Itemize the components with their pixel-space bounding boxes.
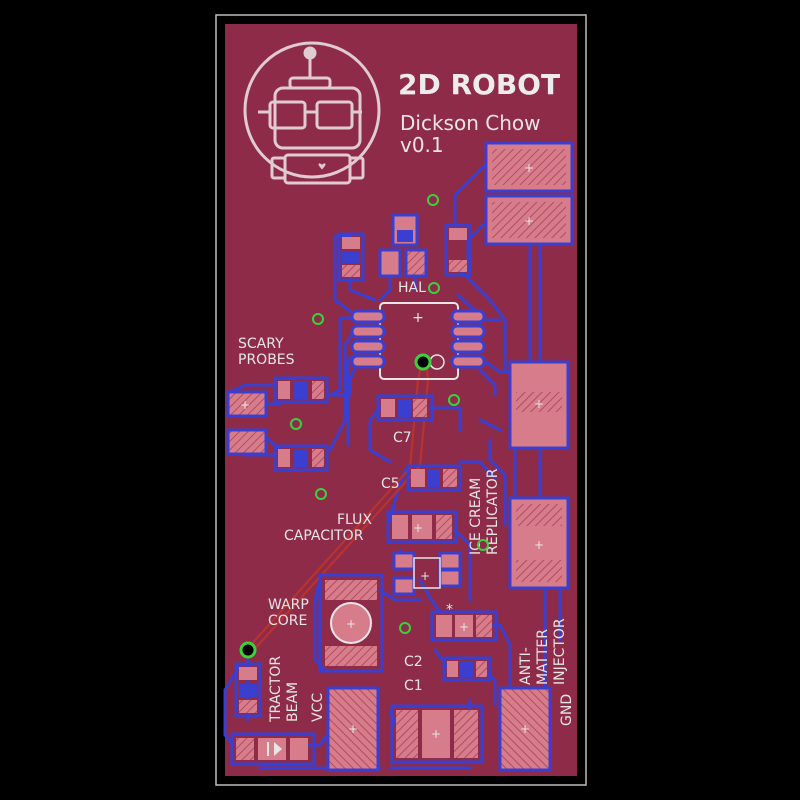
board-outline (215, 14, 587, 786)
label-probes: PROBES (238, 352, 295, 368)
board-author: Dickson Chow (400, 111, 540, 135)
board-version: v0.1 (400, 133, 444, 157)
cap-c7 (376, 394, 434, 422)
cap-c1: + (390, 704, 484, 764)
svg-text:+: + (520, 722, 530, 736)
label-injector: INJECTOR (552, 618, 568, 685)
label-beam: BEAM (285, 682, 301, 722)
cap-c5 (406, 464, 462, 492)
vias (290, 194, 489, 634)
label-replicator: REPLICATOR (485, 468, 501, 555)
svg-text:+: + (534, 538, 544, 552)
svg-text:+: + (524, 161, 534, 175)
label-tractor: TRACTOR (268, 656, 284, 723)
label-c5: C5 (381, 476, 400, 492)
label-ice-cream: ICE CREAM (468, 478, 484, 555)
robot-logo (243, 41, 381, 185)
board-title: 2D ROBOT (398, 68, 560, 101)
cap-lower-1: + (430, 610, 498, 642)
label-core: CORE (268, 613, 307, 629)
label-c2: C2 (404, 654, 423, 670)
hal-components (337, 213, 472, 282)
label-capacitor: CAPACITOR (284, 528, 364, 544)
svg-text:+: + (420, 569, 430, 583)
label-warp: WARP (268, 597, 309, 613)
svg-text:+: + (348, 722, 358, 736)
svg-text:+: + (534, 397, 544, 411)
label-vcc: VCC (310, 693, 326, 722)
vcc-pad: + (326, 686, 380, 772)
right-pads: + + (508, 360, 570, 590)
probe-components: + (226, 376, 329, 472)
label-scary: SCARY (238, 336, 284, 352)
label-matter: MATTER (535, 629, 551, 685)
svg-text:+: + (524, 214, 534, 228)
cap-c2 (442, 656, 492, 682)
label-anti: ANTI- (518, 647, 534, 685)
small-regulator: + (392, 551, 462, 596)
power-pads-top: + + (484, 141, 574, 246)
svg-text:+: + (240, 398, 250, 412)
label-gnd: GND (559, 694, 575, 726)
flux-capacitor: + (386, 510, 458, 544)
svg-text:+: + (412, 310, 424, 326)
gnd-pad: + (498, 686, 552, 772)
svg-text:+: + (413, 521, 423, 535)
ic-chip: + (350, 302, 486, 380)
vias-large (239, 353, 432, 659)
label-hal: HAL (398, 280, 426, 296)
logo-circle (243, 41, 381, 179)
label-c7: C7 (393, 430, 412, 446)
warp-core: + (318, 573, 384, 673)
tractor-beam-parts (230, 662, 316, 766)
svg-text:+: + (346, 617, 356, 631)
label-flux: FLUX (337, 512, 372, 528)
bottom-traces (247, 361, 430, 653)
star-mark: * (446, 602, 453, 618)
svg-text:+: + (459, 620, 469, 634)
svg-text:+: + (431, 727, 441, 741)
label-c1: C1 (404, 678, 423, 694)
